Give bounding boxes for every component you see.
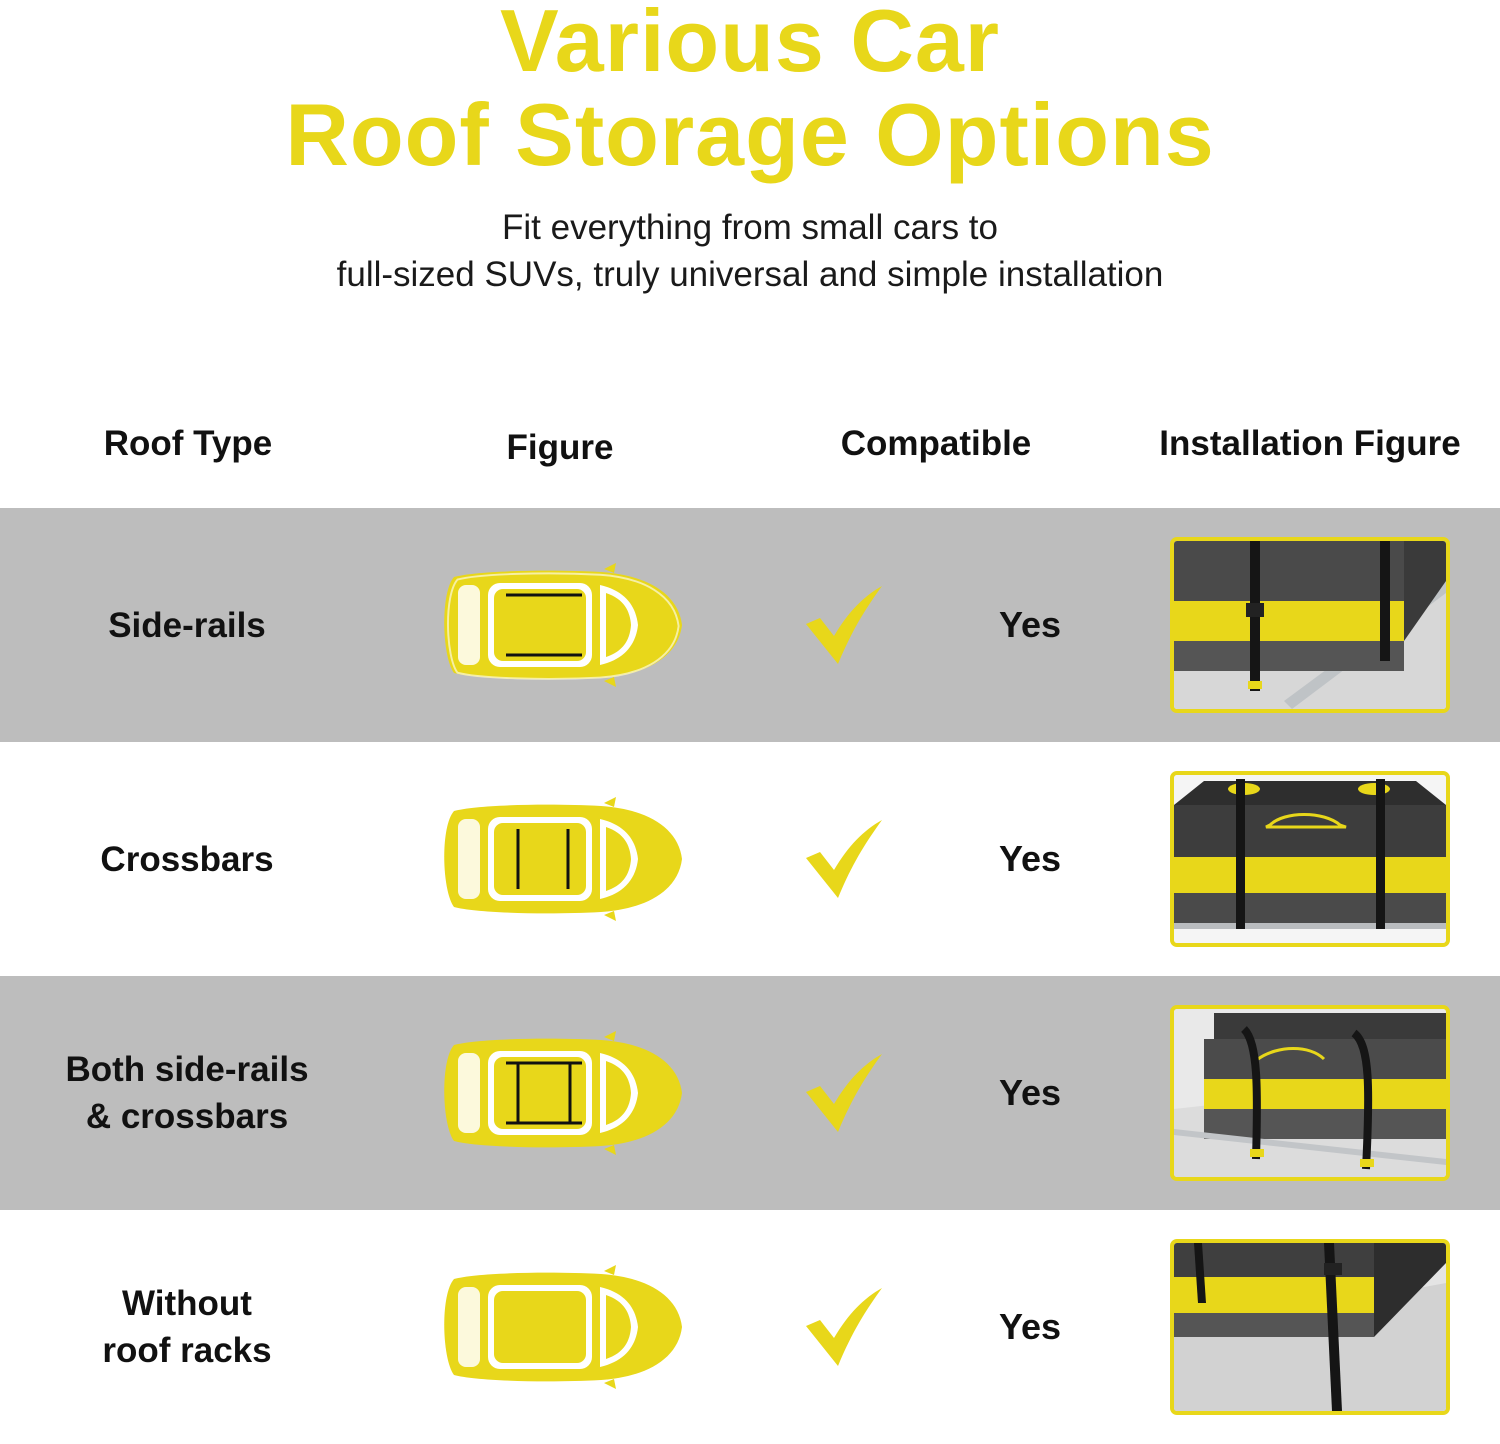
column-header-figure: Figure <box>506 428 614 467</box>
subtitle-line-2: full-sized SUVs, truly universal and sim… <box>336 255 1164 294</box>
roof-type-text: Side-rails <box>108 605 266 645</box>
compatible-value: Yes <box>998 1072 1062 1113</box>
table-row: Side-rails Yes <box>0 508 1500 742</box>
car-side-rails-icon <box>444 563 682 687</box>
page-title-line-2: Roof Storage Options <box>285 85 1215 184</box>
checkmark-icon <box>806 586 882 664</box>
roof-type-text-line-1: Without <box>122 1284 252 1323</box>
side-rails-install-photo <box>1170 537 1450 713</box>
checkmark-icon <box>806 1054 882 1132</box>
checkmark-icon <box>806 1288 882 1366</box>
both-racks-install-photo <box>1170 1005 1450 1181</box>
compatible-value: Yes <box>998 838 1062 879</box>
roof-type-text: Crossbars <box>100 839 274 879</box>
roof-type-label: Side-rails <box>30 508 344 742</box>
compatible-value: Yes <box>998 604 1062 645</box>
table-row: Both side-rails & crossbars Yes <box>0 976 1500 1210</box>
roof-type-label: Crossbars <box>30 742 344 976</box>
column-header-compatible: Compatible <box>840 424 1032 463</box>
column-header-installation-figure: Installation Figure <box>1159 424 1461 463</box>
no-racks-install-photo <box>1170 1239 1450 1415</box>
roof-type-label: Without roof racks <box>30 1210 344 1444</box>
page-title-line-1: Various Car <box>499 0 1001 90</box>
roof-type-text-line-2: roof racks <box>102 1331 272 1370</box>
subtitle-line-1: Fit everything from small cars to <box>502 208 998 247</box>
checkmark-icon <box>806 820 882 898</box>
compatible-value: Yes <box>998 1306 1062 1347</box>
table-row: Without roof racks Yes <box>0 1210 1500 1444</box>
roof-type-text-line-1: Both side-rails <box>65 1050 309 1089</box>
table-row: Crossbars Yes <box>0 742 1500 976</box>
roof-type-label: Both side-rails & crossbars <box>30 976 344 1210</box>
car-crossbars-icon <box>444 797 682 921</box>
car-no-racks-icon <box>444 1265 682 1389</box>
car-both-racks-icon <box>444 1031 682 1155</box>
column-header-roof-type: Roof Type <box>103 424 273 463</box>
crossbars-install-photo <box>1170 771 1450 947</box>
roof-type-text-line-2: & crossbars <box>85 1097 289 1136</box>
